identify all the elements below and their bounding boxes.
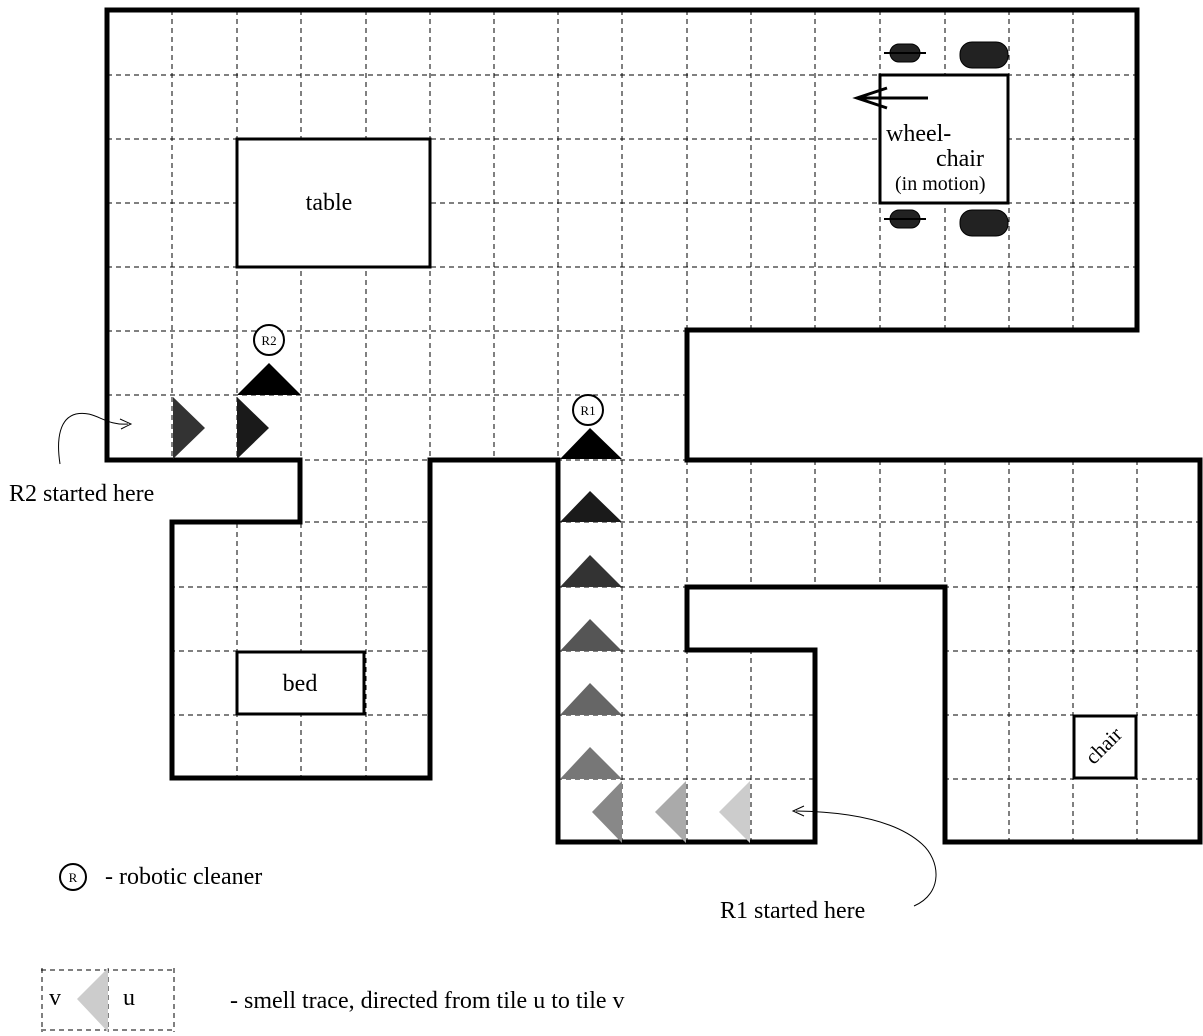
trace-up-6 [560, 747, 622, 779]
r2-smell-trace [173, 363, 301, 459]
wheelchair-seat [878, 73, 1010, 205]
legend-trace-text: - smell trace, directed from tile u to t… [230, 988, 625, 1014]
robot-r2-icon [253, 324, 285, 356]
robot-r1: R1 [572, 394, 604, 426]
trace-left-1 [592, 781, 622, 843]
legend-robot: R - robotic cleaner [59, 863, 262, 891]
wheelchair-label-line2: chair [936, 146, 984, 172]
chair: chair [1072, 714, 1138, 780]
trace-left-2 [655, 781, 686, 843]
robot-r2-label: R2 [261, 333, 276, 348]
legend-smell-trace: v u - smell trace, directed from tile u … [41, 968, 625, 1032]
trace-up-2 [560, 491, 622, 522]
r2-start-annotation: R2 started here [9, 412, 154, 507]
table: table [235, 137, 432, 269]
legend-trace-u: u [123, 985, 135, 1011]
legend-robot-icon [59, 863, 87, 891]
trace-left-3 [719, 781, 750, 843]
bed-label: bed [283, 671, 318, 697]
trace-up-r2 [237, 363, 301, 395]
bed: bed [235, 650, 366, 716]
legend-robot-badge: R [69, 870, 78, 885]
legend-trace-v: v [49, 985, 61, 1011]
table-label: table [306, 190, 353, 216]
trace-up-1 [560, 428, 622, 459]
robot-r2: R2 [253, 324, 285, 356]
wheelchair-label-line1: wheel- [886, 121, 951, 147]
r1-start-text: R1 started here [720, 898, 865, 924]
motion-arrow-icon [852, 86, 928, 110]
room-walls [104, 7, 1203, 845]
r1-smell-trace [560, 428, 750, 843]
wheelchair-label-line3: (in motion) [895, 173, 986, 195]
trace-right-2 [237, 397, 269, 459]
r1-start-annotation: R1 started here [720, 805, 937, 924]
robot-r1-label: R1 [580, 403, 595, 418]
floor-grid [107, 10, 1200, 842]
legend-trace-icon [77, 968, 108, 1032]
wheelchair: wheel- chair (in motion) [852, 41, 1010, 237]
trace-up-5 [560, 683, 622, 715]
trace-up-4 [560, 619, 622, 651]
wheelchair-rear-wheel-bottom [959, 209, 1009, 237]
trace-up-3 [560, 555, 622, 587]
legend-robot-text: - robotic cleaner [105, 864, 262, 890]
robot-r1-icon [572, 394, 604, 426]
trace-right-1 [173, 397, 205, 459]
r2-start-text: R2 started here [9, 481, 154, 507]
wheelchair-rear-wheel-top [959, 41, 1009, 69]
